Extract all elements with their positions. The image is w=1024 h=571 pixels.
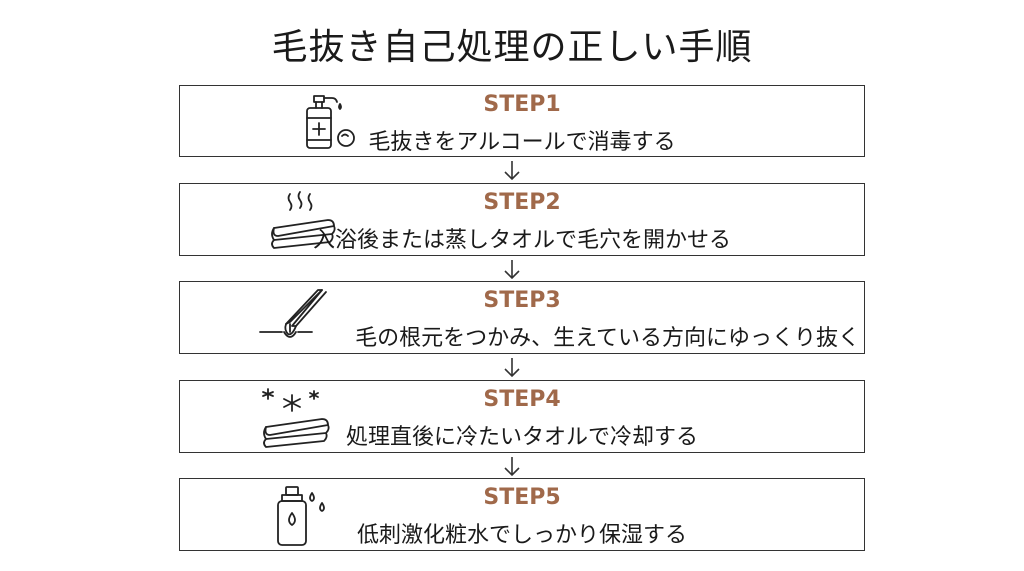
- step-box-5: STEP5 低刺激化粧水でしっかり保湿する: [179, 478, 865, 551]
- arrow-down-icon: [504, 260, 520, 280]
- sanitizer-bottle-icon: [306, 95, 355, 149]
- step-label-5: STEP5: [483, 485, 561, 510]
- step-label-3: STEP3: [483, 288, 561, 313]
- step-desc-3: 毛の根元をつかみ、生えている方向にゆっくり抜く: [355, 326, 860, 351]
- step-label-2: STEP2: [483, 190, 561, 215]
- page-title: 毛抜き自己処理の正しい手順: [271, 27, 753, 68]
- step-box-3: STEP3 毛の根元をつかみ、生えている方向にゆっくり抜く: [179, 281, 865, 354]
- step-label-1: STEP1: [483, 92, 561, 117]
- step-box-2: STEP2 入浴後または蒸しタオルで毛穴を開かせる: [179, 183, 865, 256]
- step-desc-5: 低刺激化粧水でしっかり保湿する: [356, 523, 687, 548]
- step-box-4: STEP4 処理直後に冷たいタオルで冷却する: [179, 380, 865, 453]
- step-desc-2: 入浴後または蒸しタオルで毛穴を開かせる: [312, 228, 731, 253]
- arrow-down-icon: [504, 457, 520, 477]
- step-label-4: STEP4: [483, 387, 561, 412]
- arrow-down-icon: [504, 161, 520, 181]
- tweezers-icon: [259, 289, 327, 338]
- cold-towel-icon: [262, 388, 330, 448]
- steamed-towel-icon: [271, 191, 336, 249]
- step-desc-1: 毛抜きをアルコールで消毒する: [368, 130, 676, 155]
- step-desc-4: 処理直後に冷たいタオルで冷却する: [345, 425, 698, 450]
- arrow-down-icon: [504, 358, 520, 378]
- step-box-1: STEP1 毛抜きをアルコールで消毒する: [179, 85, 865, 157]
- lotion-bottle-icon: [277, 486, 325, 546]
